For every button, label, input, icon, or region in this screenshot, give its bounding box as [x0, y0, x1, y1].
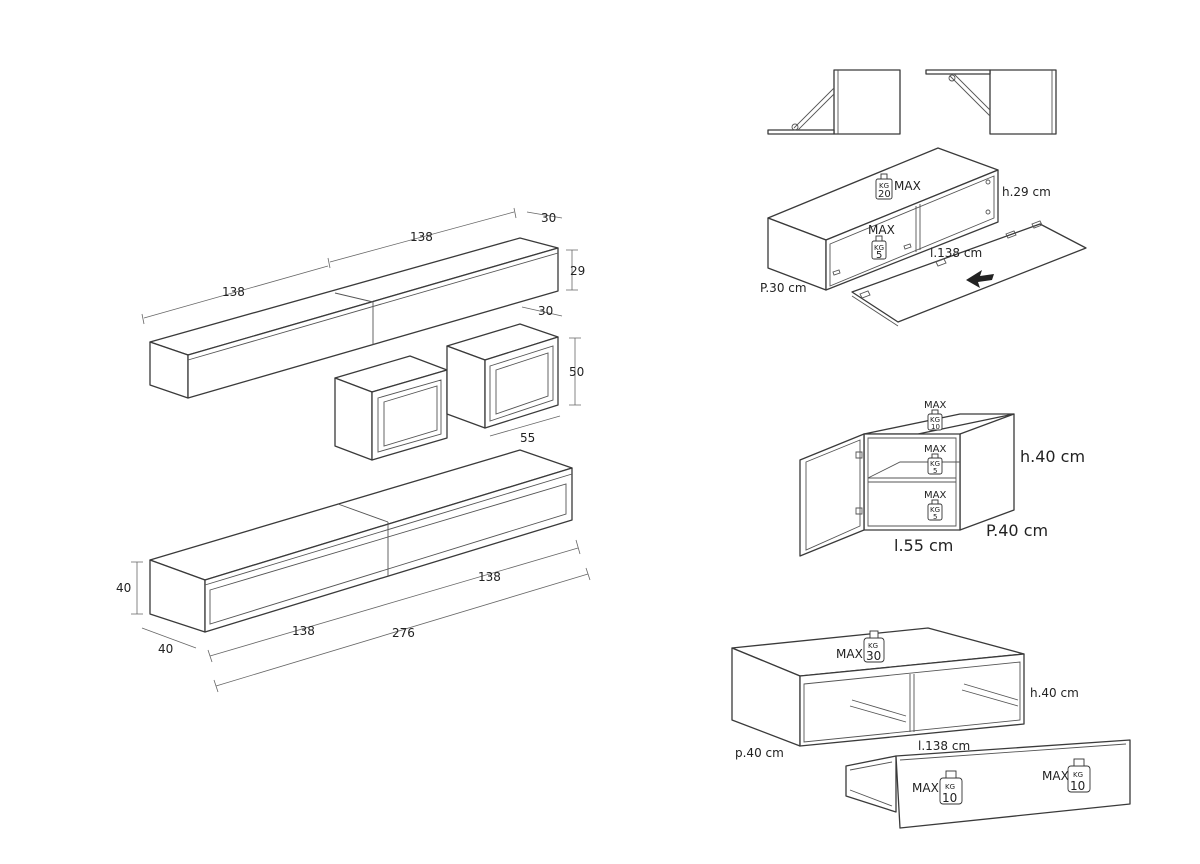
overview-cube-left	[334, 355, 448, 461]
cube-shelf1-max-label: MAX	[924, 444, 946, 455]
svg-text:KG: KG	[930, 416, 940, 424]
dim-base-right-width: 138	[478, 570, 501, 584]
shelf-detail-illustration	[767, 147, 1087, 327]
shelf-height-label: h.29 cm	[1002, 185, 1051, 199]
weight-icon-cube-shelf1: KG 5	[927, 453, 943, 475]
svg-text:10: 10	[942, 791, 957, 805]
svg-text:5: 5	[933, 467, 937, 475]
dim-base-total-width: 276	[392, 626, 415, 640]
dim-shelf-left-width: 138	[222, 285, 245, 299]
flap-mechanism-illustration	[767, 69, 1057, 135]
svg-text:10: 10	[931, 423, 940, 431]
dim-shelf-depth: 30	[541, 211, 556, 225]
cube-shelf2-max-label: MAX	[924, 490, 946, 501]
cube-detail-illustration	[799, 413, 1015, 557]
base-length-label: l.138 cm	[918, 739, 970, 753]
shelf-length-label: l.138 cm	[930, 246, 982, 260]
svg-text:KG: KG	[1073, 771, 1083, 779]
weight-icon-shelf-top: KG 20	[875, 173, 893, 200]
svg-text:5: 5	[876, 250, 882, 261]
svg-text:10: 10	[1070, 779, 1085, 793]
base-height-label: h.40 cm	[1030, 686, 1079, 700]
base-depth-label: p.40 cm	[735, 746, 784, 760]
svg-text:KG: KG	[868, 642, 878, 650]
base-detail-illustration	[731, 627, 1131, 829]
dim-cube-depth: 30	[538, 304, 553, 318]
overview-base-unit	[149, 449, 573, 633]
cube-top-max-label: MAX	[924, 400, 946, 411]
dim-base-left-width: 138	[292, 624, 315, 638]
shelf-depth-label: P.30 cm	[760, 281, 807, 295]
svg-text:KG: KG	[879, 182, 889, 190]
weight-icon-drawer-right: KG 10	[1067, 758, 1091, 793]
svg-text:20: 20	[878, 189, 891, 200]
dim-base-depth: 40	[158, 642, 173, 656]
shelf-top-max-label: MAX	[894, 179, 921, 193]
dim-base-height: 40	[116, 581, 131, 595]
dim-shelf-top-width: 138	[410, 230, 433, 244]
cube-length-label: l.55 cm	[894, 536, 953, 555]
weight-icon-cube-shelf2: KG 5	[927, 499, 943, 521]
weight-icon-base-top: KG 30	[863, 630, 885, 663]
cube-depth-label: P.40 cm	[986, 521, 1048, 540]
svg-text:KG: KG	[930, 460, 940, 468]
overview-dimensions	[131, 207, 591, 693]
overview-composition: 138 138 30 29 30 50 55 40 40 138 138 276	[116, 207, 591, 693]
cube-height-label: h.40 cm	[1020, 447, 1085, 466]
weight-icon-shelf-inner: KG 5	[871, 235, 887, 261]
shelf-inner-max-label: MAX	[868, 223, 895, 237]
weight-icon-drawer-left: KG 10	[939, 770, 963, 805]
drawer-right-max-label: MAX	[1042, 769, 1069, 783]
dim-shelf-height: 29	[570, 264, 585, 278]
base-top-max-label: MAX	[836, 647, 863, 661]
svg-text:30: 30	[866, 649, 881, 663]
svg-text:KG: KG	[945, 783, 955, 791]
svg-text:5: 5	[933, 513, 937, 521]
svg-text:KG: KG	[930, 506, 940, 514]
svg-text:KG: KG	[874, 244, 884, 252]
drawer-left-max-label: MAX	[912, 781, 939, 795]
dim-cube-height: 50	[569, 365, 584, 379]
dim-cube-width: 55	[520, 431, 535, 445]
weight-icon-cube-top: KG 10	[927, 409, 943, 431]
overview-wall-shelf	[149, 237, 559, 399]
overview-cube-right	[446, 323, 559, 429]
